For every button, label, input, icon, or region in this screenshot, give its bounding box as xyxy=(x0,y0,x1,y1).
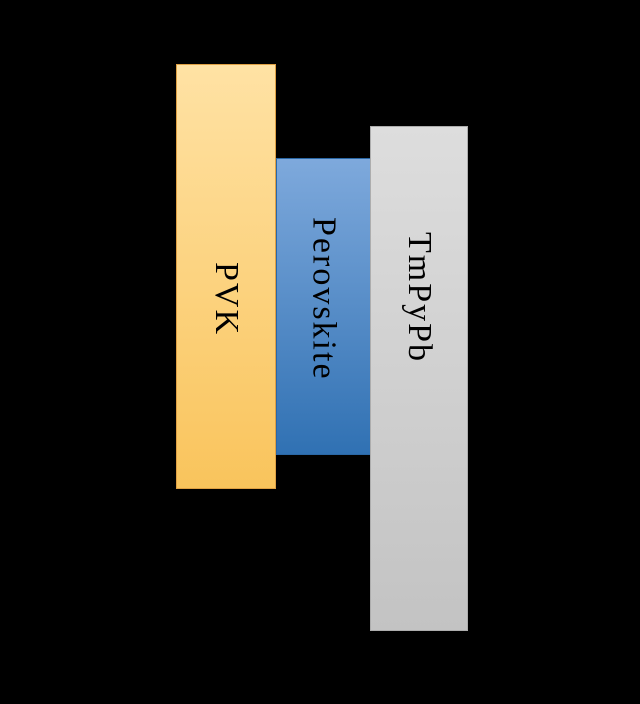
layer-label-perovskite: Perovskite xyxy=(305,217,343,381)
layer-label-pvk: PVK xyxy=(208,262,245,337)
layer-bar-perovskite: Perovskite xyxy=(276,158,371,455)
layer-bar-tmpypb: TmPyPb xyxy=(370,126,468,631)
layer-label-tmpypb: TmPyPb xyxy=(401,232,438,364)
layer-bar-pvk: PVK xyxy=(176,64,276,489)
